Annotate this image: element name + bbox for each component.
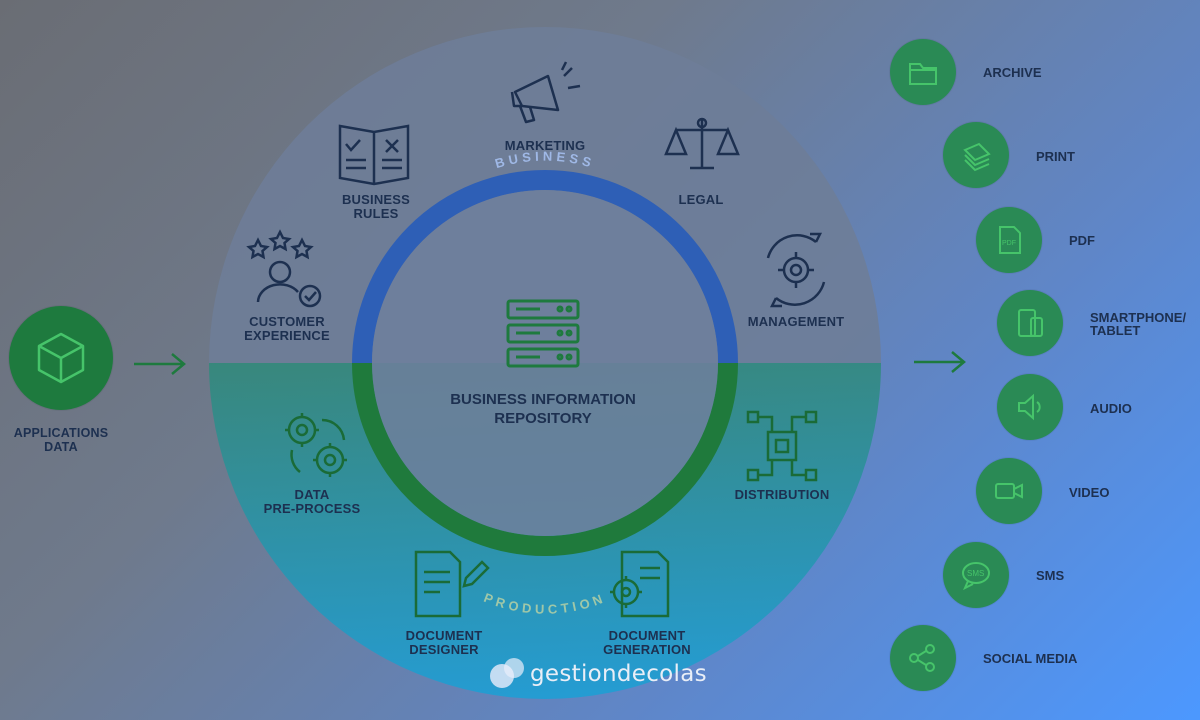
channel-print-label: PRINT: [1036, 149, 1075, 164]
printer-paper-icon: [963, 142, 991, 172]
repository-title: BUSINESS INFORMATION REPOSITORY: [450, 391, 636, 427]
server-stack-icon: [506, 299, 580, 368]
brand-logo-icon: [490, 658, 524, 688]
channel-pdf-label: PDF: [1069, 233, 1095, 248]
channel-archive: [890, 39, 956, 105]
channel-sms: SMS: [943, 542, 1009, 608]
brand-name: gestiondecolas: [530, 661, 707, 687]
smartphone-tablet-icon: [1018, 309, 1043, 337]
document-gear-icon: [610, 550, 670, 618]
channel-social-media: [890, 625, 956, 691]
sms-bubble-icon: SMS: [962, 562, 990, 591]
input-arrow: [134, 353, 186, 375]
gears-icon: [285, 413, 347, 477]
marketing-label: MARKETING: [504, 138, 586, 153]
channel-sms-label: SMS: [1036, 568, 1065, 583]
data-preprocess-label: DATA PRE-PROCESS: [263, 487, 361, 516]
svg-text:SMS: SMS: [967, 569, 984, 578]
business-rules-label: BUSINESS RULES: [341, 192, 411, 221]
channel-audio-label: AUDIO: [1090, 401, 1132, 416]
video-camera-icon: [995, 483, 1023, 499]
applications-data-node: [9, 306, 113, 410]
channel-print: [943, 122, 1009, 188]
gear-cycle-icon: [766, 232, 826, 308]
document-pencil-icon: [414, 550, 490, 618]
production-ring-band: [352, 362, 738, 556]
share-icon: [909, 644, 935, 672]
document-generation-label: DOCUMENT GENERATION: [603, 628, 691, 657]
customer-experience-label: CUSTOMER EXPERIENCE: [244, 314, 330, 343]
repository-inner-disc: [372, 190, 718, 536]
circuit-chip-icon: [746, 410, 818, 482]
applications-data-label: APPLICATIONS DATA: [13, 426, 109, 454]
output-arrow: [914, 351, 966, 373]
business-ring-band: [352, 170, 738, 364]
channel-video: [976, 458, 1042, 524]
channel-video-label: VIDEO: [1069, 485, 1110, 500]
pdf-file-icon: PDF: [999, 226, 1021, 254]
megaphone-icon: [510, 61, 581, 124]
channel-social-media-label: SOCIAL MEDIA: [983, 651, 1078, 666]
channel-audio: [997, 374, 1063, 440]
customer-rating-icon: [246, 229, 322, 308]
speaker-icon: [1018, 393, 1041, 421]
channel-smartphone-tablet: [997, 290, 1063, 356]
rulebook-icon: [338, 124, 410, 186]
management-label: MANAGEMENT: [747, 314, 845, 329]
folder-icon: [909, 63, 937, 85]
svg-text:PDF: PDF: [1002, 240, 1016, 247]
scales-icon: [664, 117, 740, 170]
cube-icon: [37, 332, 85, 384]
distribution-label: DISTRIBUTION: [734, 487, 830, 502]
channel-archive-label: ARCHIVE: [983, 65, 1042, 80]
channel-pdf: PDF: [976, 207, 1042, 273]
brand-watermark: gestiondecolas: [530, 656, 707, 692]
document-designer-label: DOCUMENT DESIGNER: [405, 628, 483, 657]
legal-label: LEGAL: [678, 192, 724, 207]
channel-smartphone-tablet-label: SMARTPHONE/ TABLET: [1090, 310, 1187, 338]
